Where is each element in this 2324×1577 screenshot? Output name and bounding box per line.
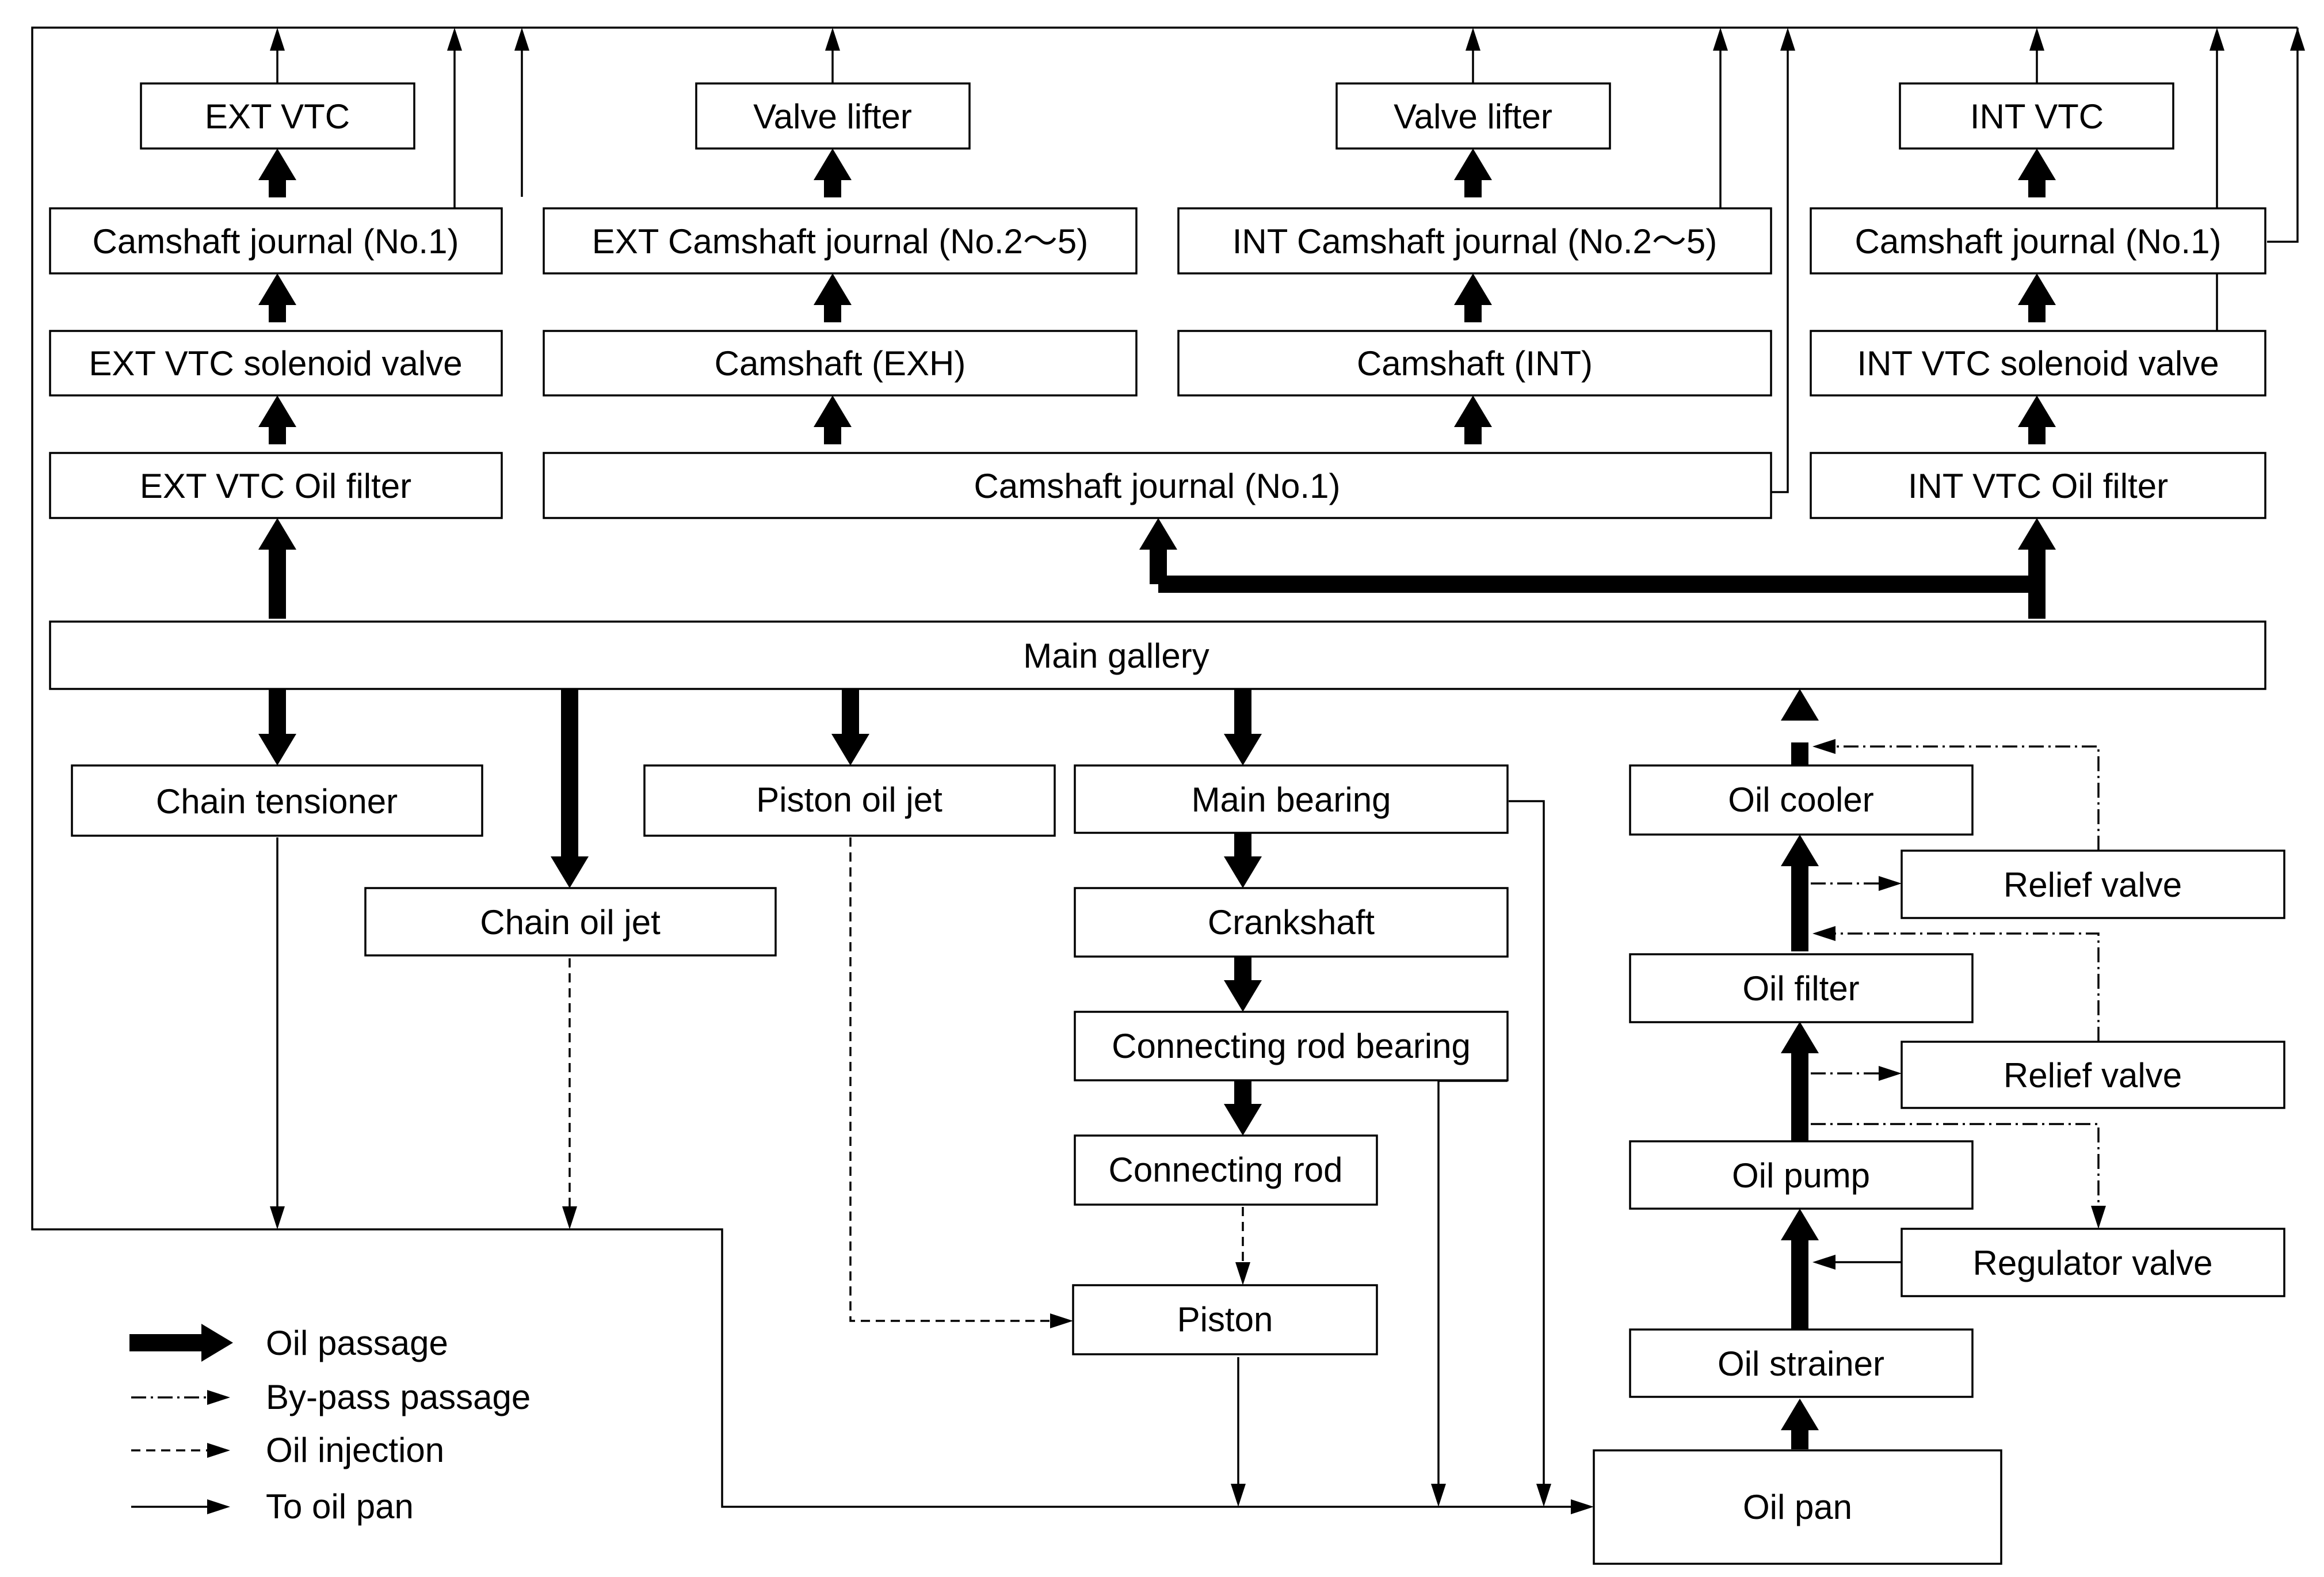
node-camshaft-int: Camshaft (INT) [1177,330,1772,397]
svg-text:Piston oil jet: Piston oil jet [756,780,942,819]
node-chain-oil-jet: Chain oil jet [364,887,777,957]
node-oil-pan: Oil pan [1593,1449,2002,1565]
svg-text:To oil pan: To oil pan [266,1487,414,1526]
svg-text:Oil injection: Oil injection [266,1431,444,1469]
node-main-gallery: Main gallery [49,620,2266,690]
svg-text:Connecting rod bearing: Connecting rod bearing [1112,1027,1471,1065]
svg-text:EXT Camshaft journal (No.2〜5): EXT Camshaft journal (No.2〜5) [592,222,1089,261]
svg-text:Oil cooler: Oil cooler [1728,780,1873,819]
svg-text:Connecting rod: Connecting rod [1109,1151,1343,1189]
node-regulator-valve: Regulator valve [1901,1228,2285,1297]
svg-text:Piston: Piston [1177,1300,1273,1339]
svg-text:Camshaft journal (No.1): Camshaft journal (No.1) [93,222,459,261]
svg-text:Valve lifter: Valve lifter [753,97,912,136]
svg-text:By-pass passage: By-pass passage [266,1378,531,1416]
svg-text:Relief valve: Relief valve [2004,866,2182,904]
node-int-camshaft-journal-no1: Camshaft journal (No.1) [1810,207,2266,275]
node-ext-vtc: EXT VTC [140,82,415,150]
svg-text:Chain oil jet: Chain oil jet [480,903,661,942]
svg-text:INT VTC: INT VTC [1970,97,2104,136]
svg-text:Oil filter: Oil filter [1742,969,1859,1008]
oil-injection-lines [562,837,1250,1328]
node-connecting-rod: Connecting rod [1074,1134,1378,1206]
node-valve-lifter-exh: Valve lifter [695,82,971,150]
bypass-passage-lines [1811,739,2106,1270]
node-int-camshaft-journal-no2-5: INT Camshaft journal (No.2〜5) [1177,207,1772,275]
node-oil-filter: Oil filter [1629,953,1974,1023]
node-camshaft-journal-no1: Camshaft journal (No.1) [543,452,1772,519]
svg-text:Camshaft (EXH): Camshaft (EXH) [715,344,966,383]
svg-text:Main gallery: Main gallery [1023,637,1209,675]
legend-oil-injection: Oil injection [131,1431,444,1469]
node-crankshaft: Crankshaft [1074,887,1509,958]
svg-text:Oil pan: Oil pan [1743,1488,1852,1526]
legend-to-oil-pan: To oil pan [131,1487,414,1526]
node-ext-camshaft-journal-no2-5: EXT Camshaft journal (No.2〜5) [543,207,1138,275]
svg-text:Camshaft journal (No.1): Camshaft journal (No.1) [1855,222,2222,261]
svg-text:Chain tensioner: Chain tensioner [156,782,398,821]
node-oil-cooler: Oil cooler [1629,764,1974,836]
oil-passage-lines [258,148,2056,1449]
svg-text:INT VTC Oil filter: INT VTC Oil filter [1908,467,2168,505]
legend-bypass-passage: By-pass passage [131,1378,531,1416]
svg-text:EXT VTC: EXT VTC [205,97,350,136]
node-piston: Piston [1072,1284,1378,1355]
svg-text:Regulator valve: Regulator valve [1973,1244,2213,1282]
legend-oil-passage: Oil passage [129,1324,448,1362]
legend: Oil passage By-pass passage Oil injectio… [129,1324,531,1526]
node-int-vtc-oil-filter: INT VTC Oil filter [1810,452,2266,519]
svg-text:Oil passage: Oil passage [266,1324,448,1362]
node-int-vtc: INT VTC [1899,82,2174,150]
node-piston-oil-jet: Piston oil jet [643,764,1056,837]
node-ext-vtc-solenoid-valve: EXT VTC solenoid valve [49,330,503,397]
svg-text:Valve lifter: Valve lifter [1394,97,1552,136]
svg-text:INT Camshaft journal (No.2〜5): INT Camshaft journal (No.2〜5) [1232,222,1718,261]
node-oil-pump: Oil pump [1629,1140,1974,1210]
svg-text:EXT VTC solenoid valve: EXT VTC solenoid valve [89,344,462,383]
svg-text:Main bearing: Main bearing [1192,780,1391,819]
node-ext-camshaft-journal-no1: Camshaft journal (No.1) [49,207,503,275]
svg-text:Camshaft (INT): Camshaft (INT) [1357,344,1593,383]
node-ext-vtc-oil-filter: EXT VTC Oil filter [49,452,503,519]
node-chain-tensioner: Chain tensioner [71,764,483,837]
svg-text:Oil pump: Oil pump [1732,1156,1870,1195]
node-connecting-rod-bearing: Connecting rod bearing [1074,1011,1509,1081]
node-relief-valve-1: Relief valve [1901,850,2285,919]
node-relief-valve-2: Relief valve [1901,1041,2285,1109]
svg-text:INT VTC solenoid valve: INT VTC solenoid valve [1857,344,2219,383]
node-main-bearing: Main bearing [1074,764,1509,834]
svg-text:Camshaft journal (No.1): Camshaft journal (No.1) [974,467,1341,505]
node-valve-lifter-int: Valve lifter [1335,82,1611,150]
node-camshaft-exh: Camshaft (EXH) [543,330,1138,397]
svg-text:Crankshaft: Crankshaft [1208,903,1375,942]
node-int-vtc-solenoid-valve: INT VTC solenoid valve [1810,330,2266,397]
node-oil-strainer: Oil strainer [1629,1328,1974,1398]
svg-text:EXT VTC Oil filter: EXT VTC Oil filter [140,467,411,505]
svg-text:Relief valve: Relief valve [2004,1056,2182,1095]
svg-text:Oil strainer: Oil strainer [1718,1344,1884,1383]
